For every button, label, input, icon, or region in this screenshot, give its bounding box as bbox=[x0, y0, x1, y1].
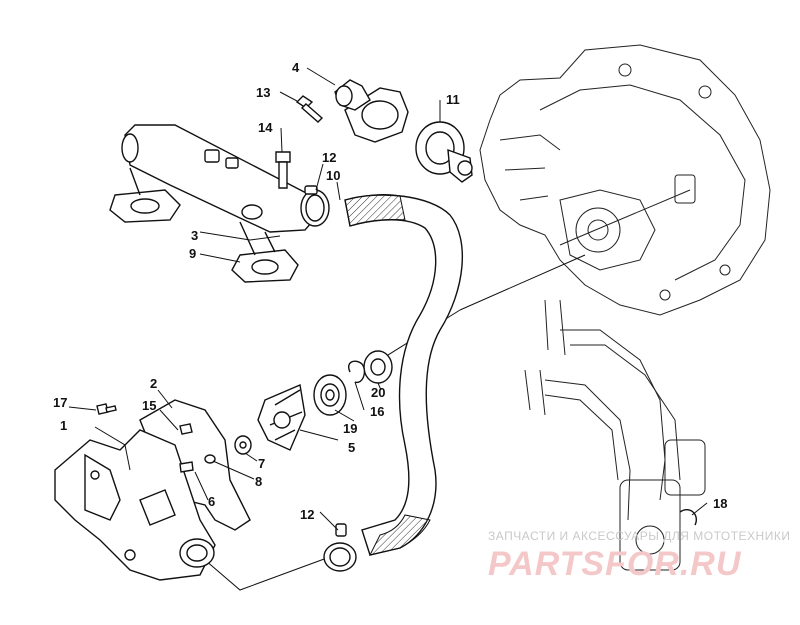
callout-11: 11 bbox=[446, 92, 460, 107]
snap-ring-16 bbox=[348, 360, 366, 384]
bearing-19 bbox=[313, 374, 347, 416]
callout-2: 2 bbox=[150, 376, 157, 391]
callout-4: 4 bbox=[292, 60, 300, 75]
guide-line-lower bbox=[204, 554, 336, 591]
seal-20 bbox=[363, 350, 393, 384]
callout-12-upper: 12 bbox=[322, 150, 336, 165]
callout-7: 7 bbox=[258, 456, 265, 471]
thermostat bbox=[415, 121, 473, 183]
clip-18 bbox=[679, 508, 697, 526]
callout-19: 19 bbox=[343, 421, 357, 436]
thermostat-housing bbox=[334, 79, 409, 143]
callout-18: 18 bbox=[713, 496, 727, 511]
leader-lines bbox=[68, 67, 708, 531]
callout-6: 6 bbox=[208, 494, 215, 509]
callouts: 1 2 3 4 5 6 7 8 9 10 11 12 13 14 15 16 1… bbox=[53, 60, 727, 522]
hose-clamp-upper bbox=[300, 185, 330, 227]
engine-block bbox=[479, 44, 771, 316]
callout-1: 1 bbox=[60, 418, 67, 433]
bolts-pump bbox=[96, 403, 252, 473]
water-pump-housing bbox=[54, 429, 216, 581]
callout-5: 5 bbox=[348, 440, 355, 455]
guide-line-upper bbox=[459, 254, 586, 311]
hose-clamp-lower bbox=[323, 523, 357, 572]
callout-17: 17 bbox=[53, 395, 67, 410]
callout-13: 13 bbox=[256, 85, 270, 100]
callout-14: 14 bbox=[258, 120, 273, 135]
oil-lines bbox=[524, 299, 706, 571]
callout-8: 8 bbox=[255, 474, 262, 489]
impeller-5 bbox=[257, 384, 306, 451]
watermark: ЗАПЧАСТИ И АКСЕССУАРЫ ДЛЯ МОТОТЕХНИКИ PA… bbox=[488, 529, 790, 583]
coolant-hose bbox=[344, 194, 464, 556]
callout-10: 10 bbox=[326, 168, 340, 183]
callout-16: 16 bbox=[370, 404, 384, 419]
coolant-manifold bbox=[109, 124, 319, 283]
callout-15: 15 bbox=[142, 398, 156, 413]
watermark-caption: ЗАПЧАСТИ И АКСЕССУАРЫ ДЛЯ МОТОТЕХНИКИ bbox=[488, 529, 790, 543]
callout-3: 3 bbox=[191, 228, 198, 243]
watermark-brand: PARTSFOR.RU bbox=[488, 545, 742, 583]
callout-9: 9 bbox=[189, 246, 196, 261]
callout-12-lower: 12 bbox=[300, 507, 314, 522]
bolts-upper bbox=[275, 95, 324, 189]
callout-20: 20 bbox=[371, 385, 385, 400]
